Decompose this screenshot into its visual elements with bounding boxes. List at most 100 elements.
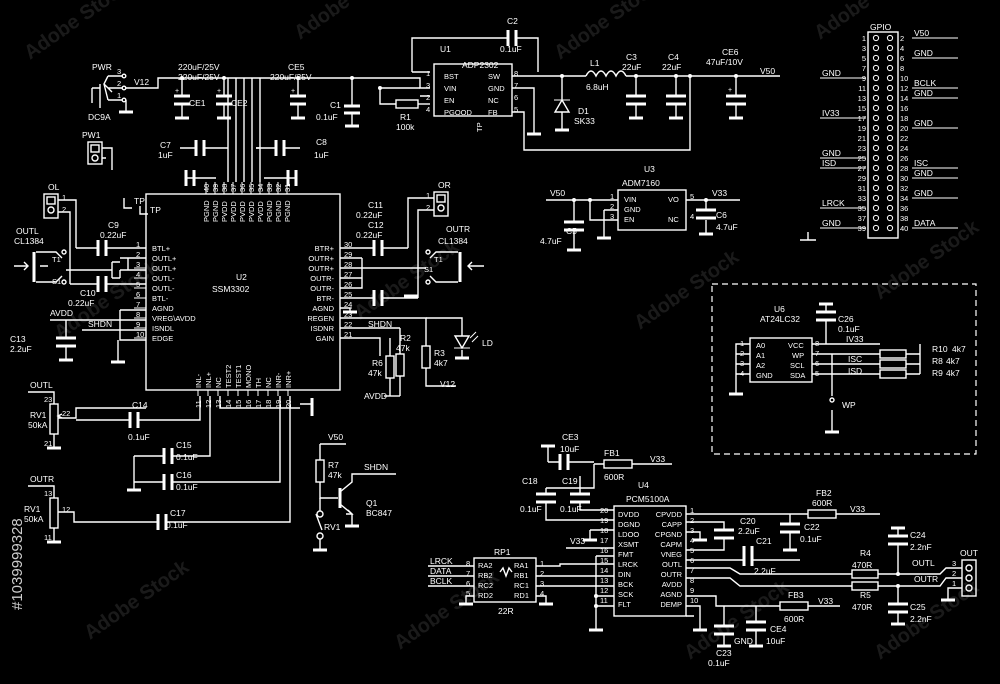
svg-text:CE3: CE3 [562,432,579,442]
u4-pin-label: FMT [618,550,634,559]
svg-text:R7: R7 [328,460,339,470]
svg-text:S1: S1 [424,265,433,274]
cap-c12 [340,290,418,306]
svg-text:12: 12 [62,505,70,514]
u4-pin-label: OUTR [661,570,683,579]
net-v33-u4: V33 [570,536,585,546]
cap-ce2: 220uF/25V CE2 + [178,72,248,120]
svg-text:47k: 47k [328,470,342,480]
svg-text:22uF: 22uF [622,62,641,72]
svg-text:ADM7160: ADM7160 [622,178,660,188]
svg-text:Adobe Stock: Adobe Stock [550,0,663,64]
svg-text:FB1: FB1 [604,448,620,458]
svg-text:C1: C1 [330,100,341,110]
ic-u3: U3 ADM7160 VIN GND EN 1 2 3 VO NC 5 4 V5… [546,164,740,240]
u4-pin-number: 8 [690,576,694,585]
svg-text:3: 3 [610,212,614,221]
svg-text:U4: U4 [638,480,649,490]
gpio-net-label: GND [822,148,841,158]
svg-text:0.22uF: 0.22uF [100,230,126,240]
svg-text:OUTL: OUTL [16,226,39,236]
svg-text:1: 1 [426,69,430,78]
svg-text:7: 7 [466,569,470,578]
gpio-net-label: ISD [822,158,836,168]
u4-pin-number: 11 [600,596,608,605]
svg-text:3: 3 [426,81,430,90]
svg-text:R3: R3 [434,348,445,358]
svg-text:SCL: SCL [790,361,805,370]
v12-rail [157,77,430,89]
svg-text:SK33: SK33 [574,116,595,126]
u4-pin-number: 9 [690,586,694,595]
svg-text:R6: R6 [372,358,383,368]
svg-text:4k7: 4k7 [946,368,960,378]
gpio-net-label: GND [914,118,933,128]
u2-pin-label: OUTR+ [308,254,334,263]
svg-text:R4: R4 [860,548,871,558]
svg-text:0.22uF: 0.22uF [68,298,94,308]
svg-text:PCM5100A: PCM5100A [626,494,670,504]
svg-text:2: 2 [952,569,956,578]
svg-text:0.1uF: 0.1uF [560,504,582,514]
u2-pin-label: PGND [202,200,211,222]
gpio-pin-number: 12 [900,84,908,93]
pvdd-feeds [227,78,261,182]
u2-pin-label: NC [214,377,223,388]
svg-text:C22: C22 [804,522,820,532]
svg-text:T1: T1 [52,255,61,264]
pot-rv1-outr: OUTR RV1 50kA 13 12 11 [24,474,150,544]
svg-text:22: 22 [62,409,70,418]
u2-pin-label: PGND [265,200,274,222]
svg-text:4k7: 4k7 [434,358,448,368]
svg-text:DC9A: DC9A [88,112,111,122]
gpio-net-label: GND [914,88,933,98]
cap-c16: C16 0.1uF [125,396,281,492]
cap-c10: C10 0.22uF [68,276,146,308]
gpio-pin-number: 38 [900,214,908,223]
net-v12: V12 [440,379,455,389]
cap-c19: C19 0.1uF [546,464,614,514]
gpio-pin-number: 37 [858,214,866,223]
svg-text:C6: C6 [716,210,727,220]
u2-pin-label: MONO [244,365,253,388]
svg-text:R9: R9 [932,368,943,378]
u2-pin-label: PGND [274,200,283,222]
u2-pin-number: 26 [344,280,352,289]
u2-pin-number: 8 [136,310,140,319]
svg-text:V50: V50 [550,188,565,198]
svg-text:600R: 600R [604,472,624,482]
svg-text:4.7uF: 4.7uF [540,236,562,246]
u4-pin-number: 1 [690,506,694,515]
gpio-pin-number: 20 [900,124,908,133]
svg-text:1: 1 [610,192,614,201]
cap-c17: C17 0.1uF [150,396,291,530]
u2-pin-label: PGND [283,200,292,222]
svg-text:C10: C10 [80,288,96,298]
svg-text:C15: C15 [176,440,192,450]
svg-text:FB3: FB3 [788,590,804,600]
u2-pin-number: 1 [136,240,140,249]
svg-text:T1: T1 [434,255,443,264]
u2-pin-number: 20 [284,400,293,408]
svg-text:1: 1 [62,193,66,202]
svg-text:100k: 100k [396,122,415,132]
connector-out: OUT OUTL OUTR 3 2 1 [878,548,978,602]
gpio-pin-number: 40 [900,224,908,233]
u2-pin-number: 16 [244,400,253,408]
u2-pin-number: 29 [344,250,352,259]
u4-pin-label: CAPP [662,520,682,529]
cap-c22: C22 0.1uF [780,514,822,552]
gpio-pin-number: 26 [900,154,908,163]
svg-text:IV33: IV33 [846,334,864,344]
u4-pin-label: SCK [618,590,633,599]
svg-text:4: 4 [426,105,430,114]
u2-pin-label: PVDD [238,201,247,222]
gpio-pin-number: 11 [858,84,866,93]
svg-text:VCC: VCC [788,341,804,350]
svg-text:RB1: RB1 [514,571,529,580]
svg-text:2.2uF: 2.2uF [10,344,32,354]
svg-text:GND: GND [488,84,505,93]
svg-text:OUTR: OUTR [914,574,938,584]
gpio-net-label: V50 [914,28,929,38]
